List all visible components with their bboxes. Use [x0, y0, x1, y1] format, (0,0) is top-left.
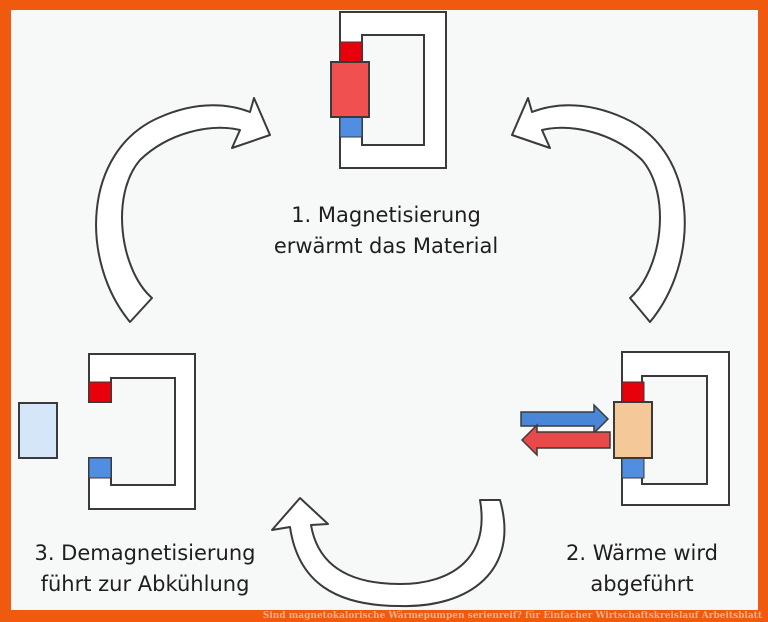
step-1-line-2: erwärmt das Material	[273, 234, 499, 258]
step-3-label: 3. Demagnetisierung führt zur Abkühlung	[20, 538, 270, 600]
magnet-yoke-left	[88, 353, 196, 510]
north-pole-right	[621, 381, 645, 403]
heat-in-arrow	[520, 403, 610, 435]
cycle-arrow-left	[95, 97, 271, 323]
south-pole-left	[88, 457, 112, 479]
step-2-label: 2. Wärme wird abgeführt	[522, 538, 762, 600]
step-2-line-1: 2. Wärme wird	[566, 541, 718, 565]
south-pole-right	[621, 457, 645, 479]
cycle-arrow-bottom	[271, 497, 506, 608]
north-pole-top	[339, 41, 363, 63]
material-cold	[18, 402, 58, 459]
step-1-label: 1. Magnetisierung erwärmt das Material	[236, 200, 536, 262]
step-1-line-1: 1. Magnetisierung	[291, 203, 481, 227]
step-3-line-1: 3. Demagnetisierung	[34, 541, 256, 565]
heat-out-arrow	[520, 423, 611, 457]
magnet-top	[330, 11, 447, 169]
step-3-line-2: führt zur Abkühlung	[40, 572, 250, 596]
cycle-arrow-right	[511, 97, 686, 323]
south-pole-top	[339, 116, 363, 138]
step-2-line-2: abgeführt	[590, 572, 694, 596]
north-pole-left	[88, 381, 112, 403]
material-warm	[613, 401, 653, 459]
material-hot	[330, 61, 370, 118]
watermark-caption: Sind magnetokalorische Wärmepumpen serie…	[262, 611, 762, 621]
magnet-left	[18, 353, 196, 510]
magnet-right	[520, 351, 730, 506]
